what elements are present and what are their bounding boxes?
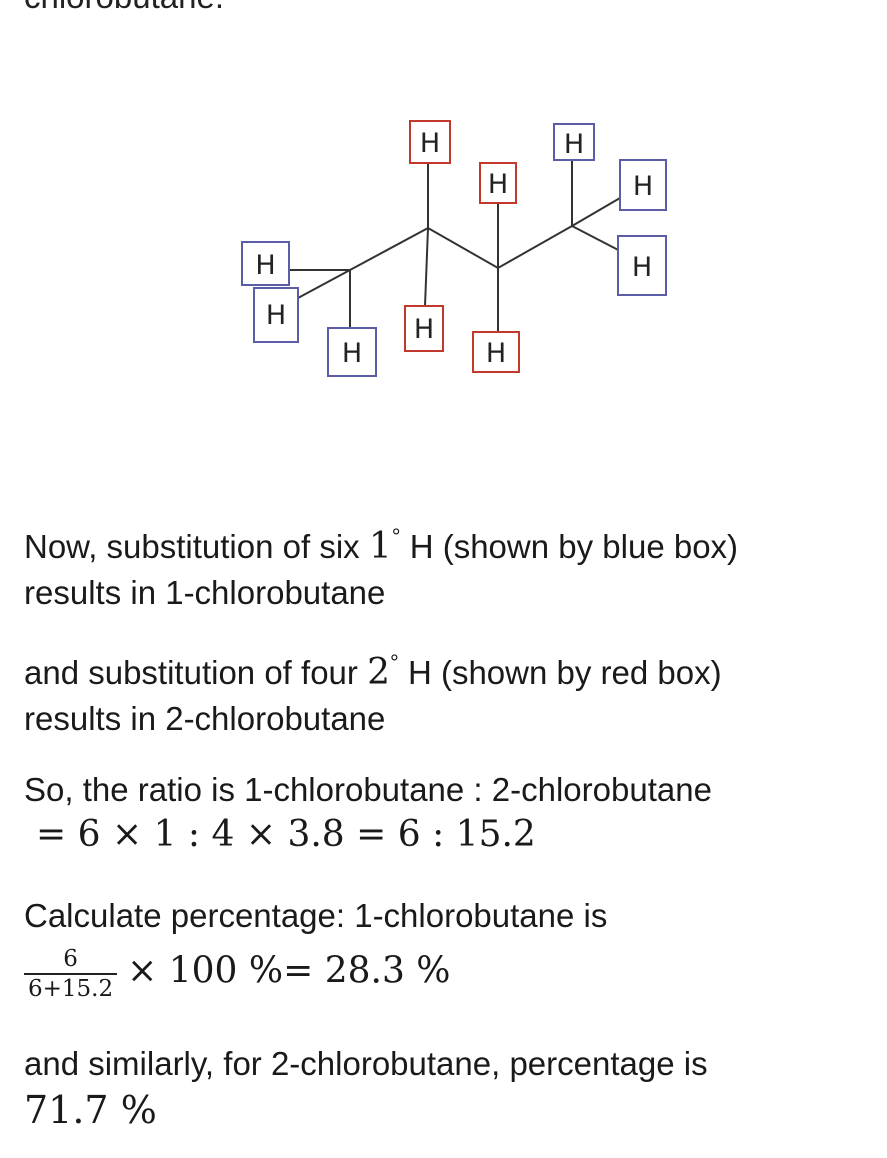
fraction-numerator: 6 [24,945,118,975]
bond-c2-h-down [424,227,429,307]
primary-hydrogen-box: H [553,123,595,161]
p1-text-b: H (shown by blue box) [400,528,739,565]
fraction-denominator: 6+15.2 [28,976,114,1002]
p1-line2: results in 1-chlorobutane [24,574,386,611]
bond-c1-h-lowerleft [297,269,351,299]
p4-line1: Calculate percentage: 1-chlorobutane is [24,897,608,934]
paragraph-secondary-substitution: and substitution of four 2° H (shown by … [24,640,886,742]
svg-text:H: H [255,250,275,281]
svg-text:H: H [632,252,652,283]
cut-off-heading: chlorobutane. [24,0,224,16]
p3-line1: So, the ratio is 1-chlorobutane : 2-chlo… [24,771,712,808]
secondary-hydrogen-box: H [404,305,444,352]
carbon-chain-bond [349,225,573,271]
primary-hydrogen-box: H [253,287,299,343]
svg-text:H: H [266,300,286,331]
p2-text-b: H (shown by red box) [398,654,722,691]
bond-c4-h-upperright [571,197,621,227]
fraction: 6 6+15.2 [24,945,118,1003]
p2-line2: results in 2-chlorobutane [24,700,386,737]
paragraph-ratio: So, the ratio is 1-chlorobutane : 2-chlo… [24,767,886,857]
p5-line1: and similarly, for 2-chlorobutane, perce… [24,1045,708,1082]
svg-text:H: H [564,129,584,160]
butane-structure-diagram: H H H H H H H H H H [241,120,667,377]
p2-degree-number: 2 [367,652,390,693]
svg-text:H: H [342,338,362,369]
p1-text-a: Now, substitution of six [24,528,360,565]
paragraph-primary-substitution: Now, substitution of six 1° H (shown by … [24,514,886,616]
percentage-equation: × 100 %= 28.3 % [127,950,451,992]
svg-text:H: H [420,128,440,159]
p2-degree-symbol: ° [389,650,399,675]
primary-hydrogen-box: H [327,327,377,377]
primary-hydrogen-box: H [619,159,667,211]
p1-degree-number: 1 [368,526,392,567]
svg-text:H: H [633,171,653,202]
primary-hydrogen-box: H [617,235,667,296]
svg-text:H: H [486,338,506,369]
percentage-value: 71.7 % [24,1088,157,1132]
secondary-hydrogen-box: H [409,120,451,164]
paragraph-similarly: and similarly, for 2-chlorobutane, perce… [24,1041,886,1133]
p1-degree-symbol: ° [391,524,401,549]
secondary-hydrogen-box: H [479,162,517,204]
p2-text-a: and substitution of four [24,654,358,691]
svg-text:H: H [414,314,434,345]
paragraph-percentage: Calculate percentage: 1-chlorobutane is … [24,893,886,1003]
svg-text:H: H [488,169,508,200]
ratio-equation: = 6 × 1 : 4 × 3.8 = 6 : 15.2 [36,814,536,855]
primary-hydrogen-box: H [241,241,290,286]
secondary-hydrogen-box: H [472,331,520,373]
